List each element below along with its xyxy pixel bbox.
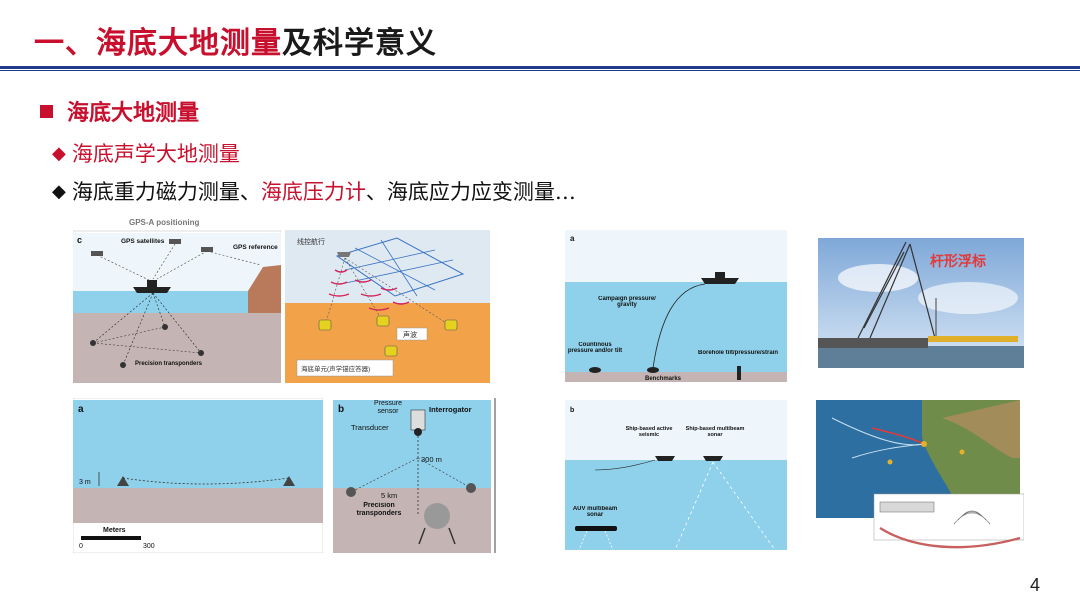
benchmark-icon <box>589 366 741 380</box>
interrogator-depth-label: 300 m <box>421 455 442 464</box>
seismic-auv-label: AUV multibeam sonar <box>572 506 618 518</box>
ship-icon <box>133 280 171 293</box>
interrogator-precision-label: Precision transponders <box>356 502 402 517</box>
pressure-continuous-label: Countinous pressure and/or tilt <box>567 342 623 354</box>
interrogator-label: Interrogator <box>429 405 472 414</box>
cn-unit-label: 海底单元(声学锚应答器) <box>301 364 370 373</box>
instrument-box-icon <box>879 501 935 513</box>
ship-icon <box>701 272 739 284</box>
gps-satellites-label: GPS satellites <box>121 238 165 245</box>
meters-unit-label: Meters <box>103 527 126 534</box>
boat-icon <box>337 252 351 257</box>
figure-gps-a-positioning: GPS-A positioning c GPS satellites GPS r… <box>73 215 281 383</box>
seismic-panel-letter: b <box>570 407 574 414</box>
transponder-icon <box>346 483 476 545</box>
figure-interrogator: b Pressure sensor Interrogator Transduce… <box>333 398 498 553</box>
seismic-sonar-label: Ship-based multibeam sonar <box>685 426 745 438</box>
spar-buoy-icon <box>928 336 1018 342</box>
diamond-bullet-icon: ◆ <box>52 142 66 164</box>
pressure-panel-letter: a <box>570 234 575 243</box>
title-rule <box>0 66 1080 69</box>
title-red-part: 一、海底大地测量 <box>34 26 282 61</box>
transponder-icon <box>117 476 295 486</box>
figure-baseline-meters: a 3 m Meters 0 300 <box>73 398 323 553</box>
gps-precision-label: Precision transponders <box>135 361 203 367</box>
figure-pressure-gravity: a Campaign pressure/ gravity Countinous … <box>565 230 787 382</box>
gps-reference-label: GPS reference <box>233 244 278 251</box>
gps-panel-letter: c <box>77 235 82 245</box>
figure-seismic-sonar: b Ship-based active seismic Ship-based m… <box>565 400 787 550</box>
pressure-benchmarks-label: Benchmarks <box>645 376 682 382</box>
transponder-icon <box>90 324 204 368</box>
bullet-item-2-part-c: 、海底应力应变测量… <box>365 180 576 204</box>
square-bullet-icon <box>40 104 53 118</box>
page-number: 4 <box>1029 575 1040 595</box>
buoy-label: 杆形浮标 <box>930 253 986 270</box>
ship-icon <box>655 456 723 461</box>
bullet-item-1-text: 海底声学大地测量 <box>71 142 240 166</box>
interrogator-pressure-label: Pressure sensor <box>373 400 402 415</box>
map-marker-icon <box>887 441 965 465</box>
seismic-active-label: Ship-based active seismic <box>625 426 673 438</box>
meters-tick-1: 300 <box>143 543 155 550</box>
slide-title: 一、海底大地测量及科学意义 <box>34 18 437 62</box>
satellite-icon <box>91 239 213 256</box>
pressure-borehole-label: Borehole tilt/pressure/strain <box>697 350 779 356</box>
meters-panel-letter: a <box>78 404 84 415</box>
interrogator-transducer-label: Transducer <box>351 423 389 432</box>
interrogator-range-label: 5 km <box>381 491 397 500</box>
title-rule-thin <box>0 70 1080 71</box>
meters-height-label: 3 m <box>79 479 91 486</box>
acoustic-wave-icon <box>328 269 410 311</box>
cn-track-label: 线控航行 <box>297 237 325 246</box>
interrogator-panel-letter: b <box>338 404 344 415</box>
cn-sound-label: 声波 <box>403 330 417 339</box>
signal-wave-icon <box>953 510 991 525</box>
title-dark-part: 及科学意义 <box>282 26 437 61</box>
bullet-level1-text: 海底大地测量 <box>67 101 200 126</box>
bullet-level1: 海底大地测量 <box>40 95 199 127</box>
auv-icon <box>575 526 617 531</box>
pressure-campaign-label: Campaign pressure/ gravity <box>598 296 656 308</box>
bullet-item-2-part-a: 海底重力磁力测量、 <box>71 180 261 204</box>
scale-bar <box>81 536 141 540</box>
figure-line-controlled-survey: 线控航行 声波 海底单元(声学锚应答器) <box>285 230 490 383</box>
meters-tick-0: 0 <box>79 543 83 550</box>
diamond-bullet-icon: ◆ <box>52 180 66 202</box>
interrogator-icon <box>410 409 426 436</box>
bullet-item-2-part-b: 海底压力计 <box>260 180 366 204</box>
bullet-item-1: ◆ 海底声学大地测量 <box>52 138 240 168</box>
bullet-item-2: ◆ 海底重力磁力测量、海底压力计、海底应力应变测量… <box>52 176 576 206</box>
seafloor-unit-icon <box>318 315 458 357</box>
figure-map-cable <box>812 398 1024 563</box>
gps-header: GPS-A positioning <box>129 218 199 227</box>
crane-icon <box>857 241 937 343</box>
figure-spar-buoy-photo: 杆形浮标 <box>818 238 1024 368</box>
